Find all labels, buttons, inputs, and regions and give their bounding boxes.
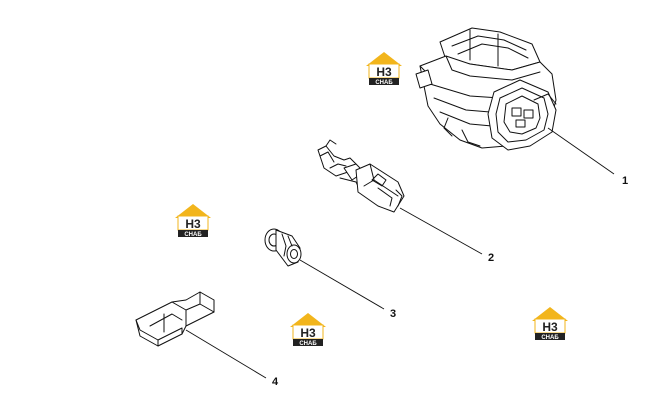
part-terminal — [317, 139, 405, 213]
leader-line-1 — [547, 127, 615, 175]
part-lock-clip — [135, 291, 215, 347]
watermark-logo: H3 СНАБ — [532, 307, 568, 341]
watermark-logo: H3 СНАБ — [290, 313, 326, 347]
watermark-logo: H3 СНАБ — [366, 52, 402, 86]
leader-line-3 — [299, 259, 385, 310]
part-wire-seal — [264, 228, 302, 267]
watermark-bottom-text: СНАБ — [541, 335, 559, 341]
part-connector-housing — [415, 27, 557, 151]
watermark-top-text: H3 — [300, 326, 316, 340]
callout-3: 3 — [390, 308, 396, 320]
leader-line-4 — [185, 329, 267, 379]
watermark-bottom-text: СНАБ — [184, 232, 202, 238]
callout-2: 2 — [488, 252, 494, 264]
callout-4: 4 — [272, 376, 279, 388]
watermark-top-text: H3 — [185, 217, 201, 231]
leader-line-2 — [399, 207, 483, 255]
watermark-top-text: H3 — [542, 320, 558, 334]
watermark-bottom-text: СНАБ — [375, 80, 393, 86]
watermark-bottom-text: СНАБ — [299, 341, 317, 347]
watermark-logo: H3 СНАБ — [175, 204, 211, 238]
watermark-top-text: H3 — [376, 65, 392, 79]
callout-1: 1 — [622, 175, 628, 187]
